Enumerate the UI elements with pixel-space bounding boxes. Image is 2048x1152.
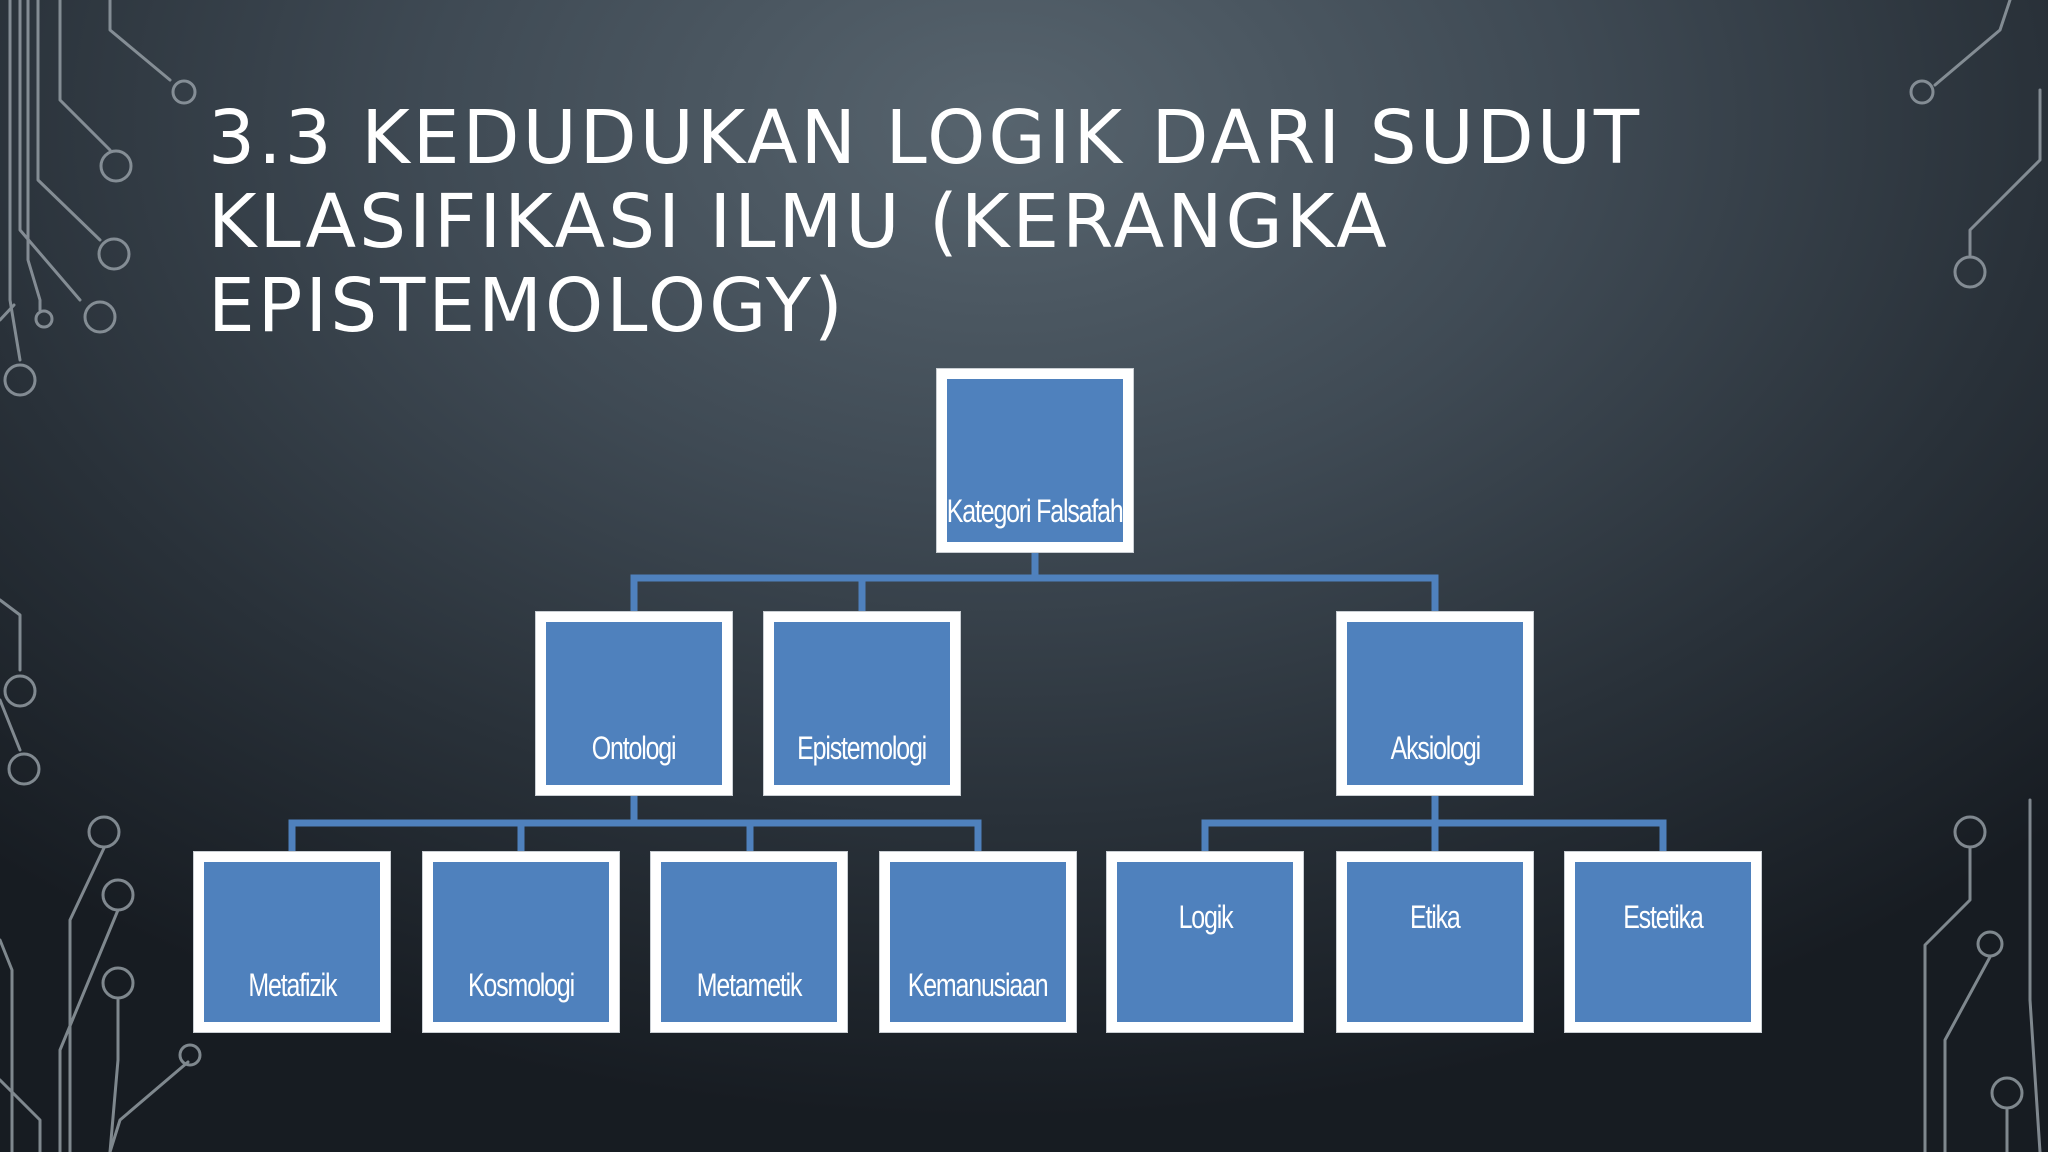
title-line-3: EPISTEMOLOGY)	[208, 263, 846, 349]
node-metametik: Metametik	[651, 852, 847, 1032]
node-label: Logik	[1178, 898, 1233, 935]
title-line-1: 3.3 KEDUDUKAN LOGIK DARI SUDUT	[208, 95, 1643, 181]
node-label: Etika	[1410, 898, 1461, 935]
node-label: Kosmologi	[467, 967, 575, 1003]
node-label: Estetika	[1623, 898, 1704, 935]
node-etika: Etika	[1337, 852, 1533, 1032]
slide-title: 3.3 KEDUDUKAN LOGIK DARI SUDUT KLASIFIKA…	[208, 96, 1928, 348]
node-kategori-falsafah: Kategori Falsafah	[937, 369, 1133, 552]
node-kosmologi: Kosmologi	[423, 852, 619, 1032]
node-metafizik: Metafizik	[194, 852, 390, 1032]
node-estetika: Estetika	[1565, 852, 1761, 1032]
node-logik: Logik	[1107, 852, 1303, 1032]
node-label: Ontologi	[592, 730, 677, 766]
node-aksiologi: Aksiologi	[1337, 612, 1533, 795]
node-label: Aksiologi	[1390, 730, 1481, 766]
node-label: Kategori Falsafah	[947, 493, 1124, 529]
node-kemanusiaan: Kemanusiaan	[880, 852, 1076, 1032]
node-label: Kemanusiaan	[908, 967, 1049, 1003]
node-label: Metametik	[696, 967, 803, 1003]
node-label: Metafizik	[248, 967, 337, 1003]
node-epistemologi: Epistemologi	[764, 612, 960, 795]
title-line-2: KLASIFIKASI ILMU (KERANGKA	[208, 179, 1390, 265]
node-label: Epistemologi	[797, 730, 928, 766]
node-ontologi: Ontologi	[536, 612, 732, 795]
